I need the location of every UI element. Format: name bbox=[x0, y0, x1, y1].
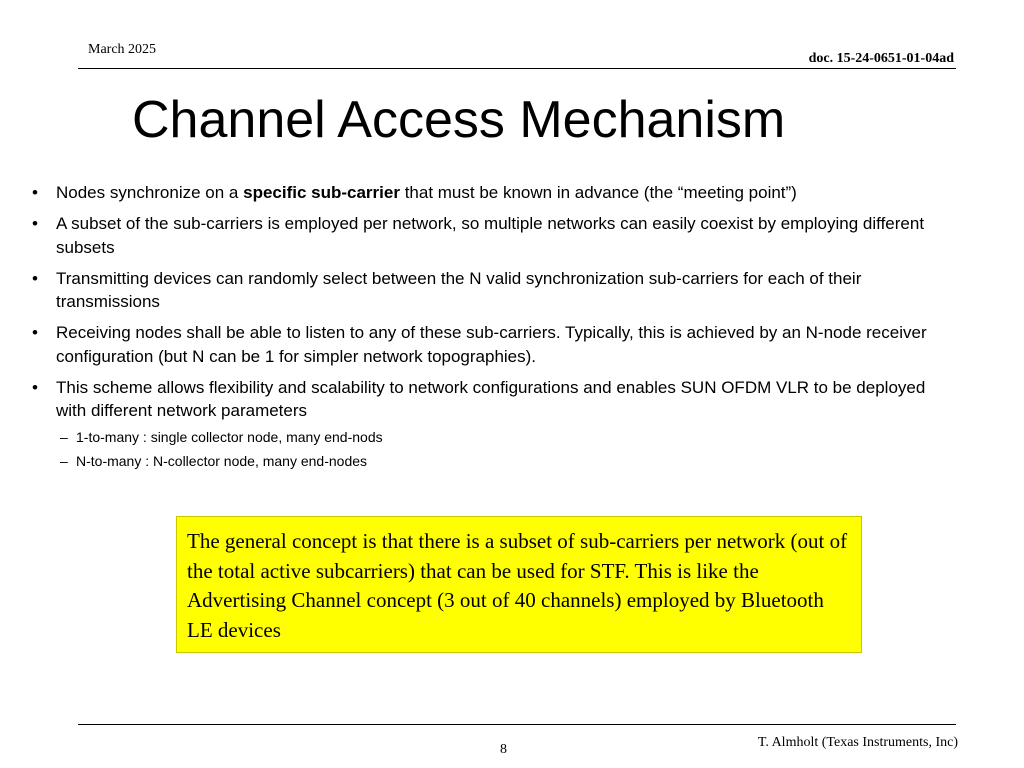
sub-bullet-text: 1-to-many : single collector node, many … bbox=[76, 428, 383, 445]
footer-author: T. Almholt (Texas Instruments, Inc) bbox=[757, 735, 958, 750]
bullet-item: • A subset of the sub-carriers is employ… bbox=[32, 212, 958, 259]
bullet-marker: • bbox=[32, 214, 38, 233]
slide-title: Channel Access Mechanism bbox=[132, 91, 786, 149]
bullet-text: A subset of the sub-carriers is employed… bbox=[56, 214, 925, 257]
bullet-item: • Transmitting devices can randomly sele… bbox=[32, 267, 958, 314]
footer-divider bbox=[78, 724, 956, 725]
header-date: March 2025 bbox=[88, 42, 157, 57]
bullet-text: Nodes synchronize on a bbox=[56, 183, 244, 202]
bullet-text: that must be known in advance (the “meet… bbox=[399, 183, 797, 202]
bullet-item: • Receiving nodes shall be able to liste… bbox=[32, 321, 958, 368]
bullet-text: Receiving nodes shall be able to listen … bbox=[56, 323, 927, 366]
bullet-marker: • bbox=[32, 268, 38, 288]
header-divider bbox=[78, 68, 956, 69]
bullet-marker: • bbox=[32, 323, 38, 342]
header-doc-id: doc. 15-24-0651-01-04ad bbox=[808, 51, 954, 66]
page-number: 8 bbox=[500, 742, 507, 757]
sub-bullet-item: – N-to-many : N-collector node, many end… bbox=[56, 451, 958, 471]
bullet-item: • This scheme allows flexibility and sca… bbox=[32, 376, 958, 471]
highlight-callout-box: The general concept is that there is a s… bbox=[176, 516, 862, 653]
bullet-text: This scheme allows flexibility and scala… bbox=[56, 377, 926, 421]
sub-bullet-item: – 1-to-many : single collector node, man… bbox=[56, 427, 958, 447]
callout-text: The general concept is that there is a s… bbox=[187, 529, 848, 642]
bullet-list: • Nodes synchronize on a specific sub-ca… bbox=[32, 181, 958, 478]
bullet-item: • Nodes synchronize on a specific sub-ca… bbox=[32, 181, 958, 205]
bullet-marker: • bbox=[32, 183, 38, 202]
sub-bullet-text: N-to-many : N-collector node, many end-n… bbox=[76, 452, 368, 469]
sub-bullet-list: – 1-to-many : single collector node, man… bbox=[56, 427, 958, 471]
bullet-text: Transmitting devices can randomly select… bbox=[56, 268, 862, 312]
sub-bullet-marker: – bbox=[60, 428, 68, 445]
bullet-text-bold: specific sub-carrier bbox=[243, 183, 400, 202]
bullet-marker: • bbox=[32, 377, 38, 397]
sub-bullet-marker: – bbox=[60, 452, 68, 469]
